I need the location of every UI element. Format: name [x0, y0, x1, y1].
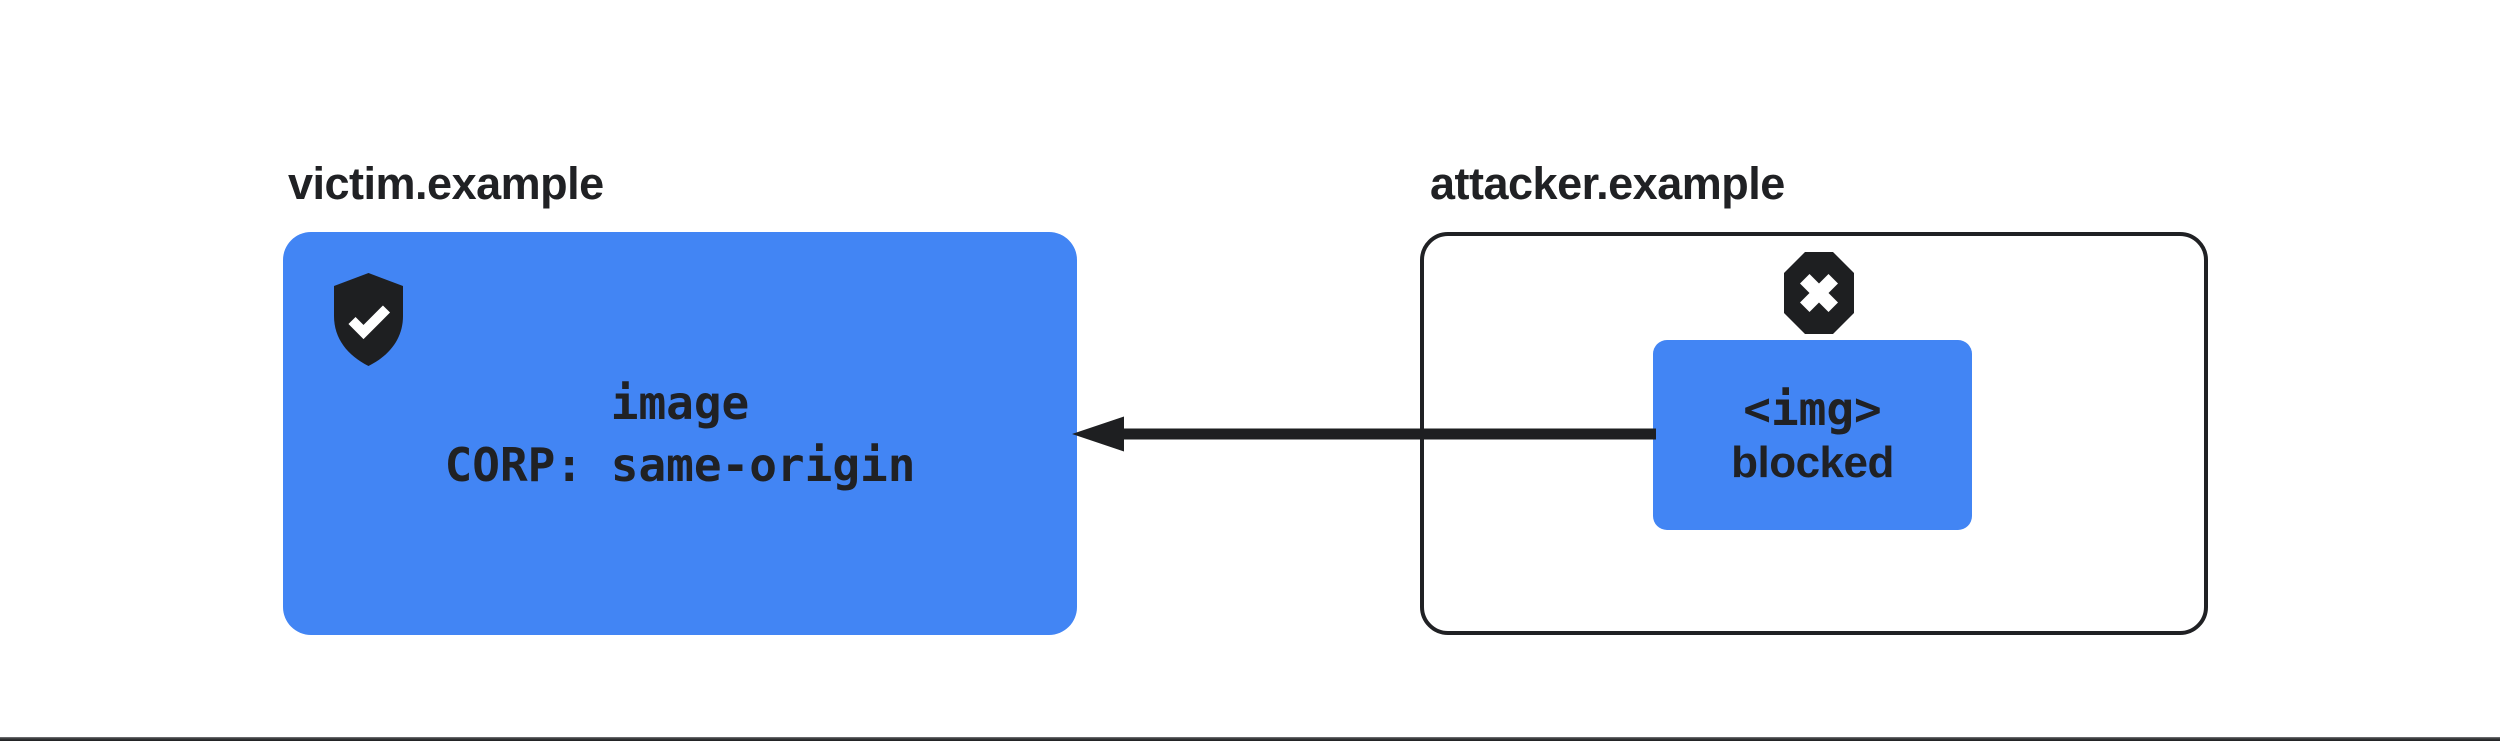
- bottom-divider: [0, 737, 2500, 741]
- corp-policy-line: CORP: same-origin: [444, 437, 916, 492]
- attacker-page-box: <img> blocked: [1420, 232, 2208, 635]
- victim-domain-label: victim.example: [288, 158, 604, 209]
- blocked-x-icon: [1782, 250, 1856, 336]
- attacker-domain-label: attacker.example: [1430, 158, 1785, 209]
- img-tag-line: <img>: [1743, 382, 1882, 436]
- victim-resource-text: image CORP: same-origin: [445, 372, 916, 496]
- resource-type-line: image: [610, 375, 750, 430]
- blocked-status-line: blocked: [1731, 438, 1894, 487]
- victim-resource-box: image CORP: same-origin: [283, 232, 1077, 635]
- img-element-box: <img> blocked: [1653, 340, 1972, 530]
- shield-check-icon: [330, 272, 407, 367]
